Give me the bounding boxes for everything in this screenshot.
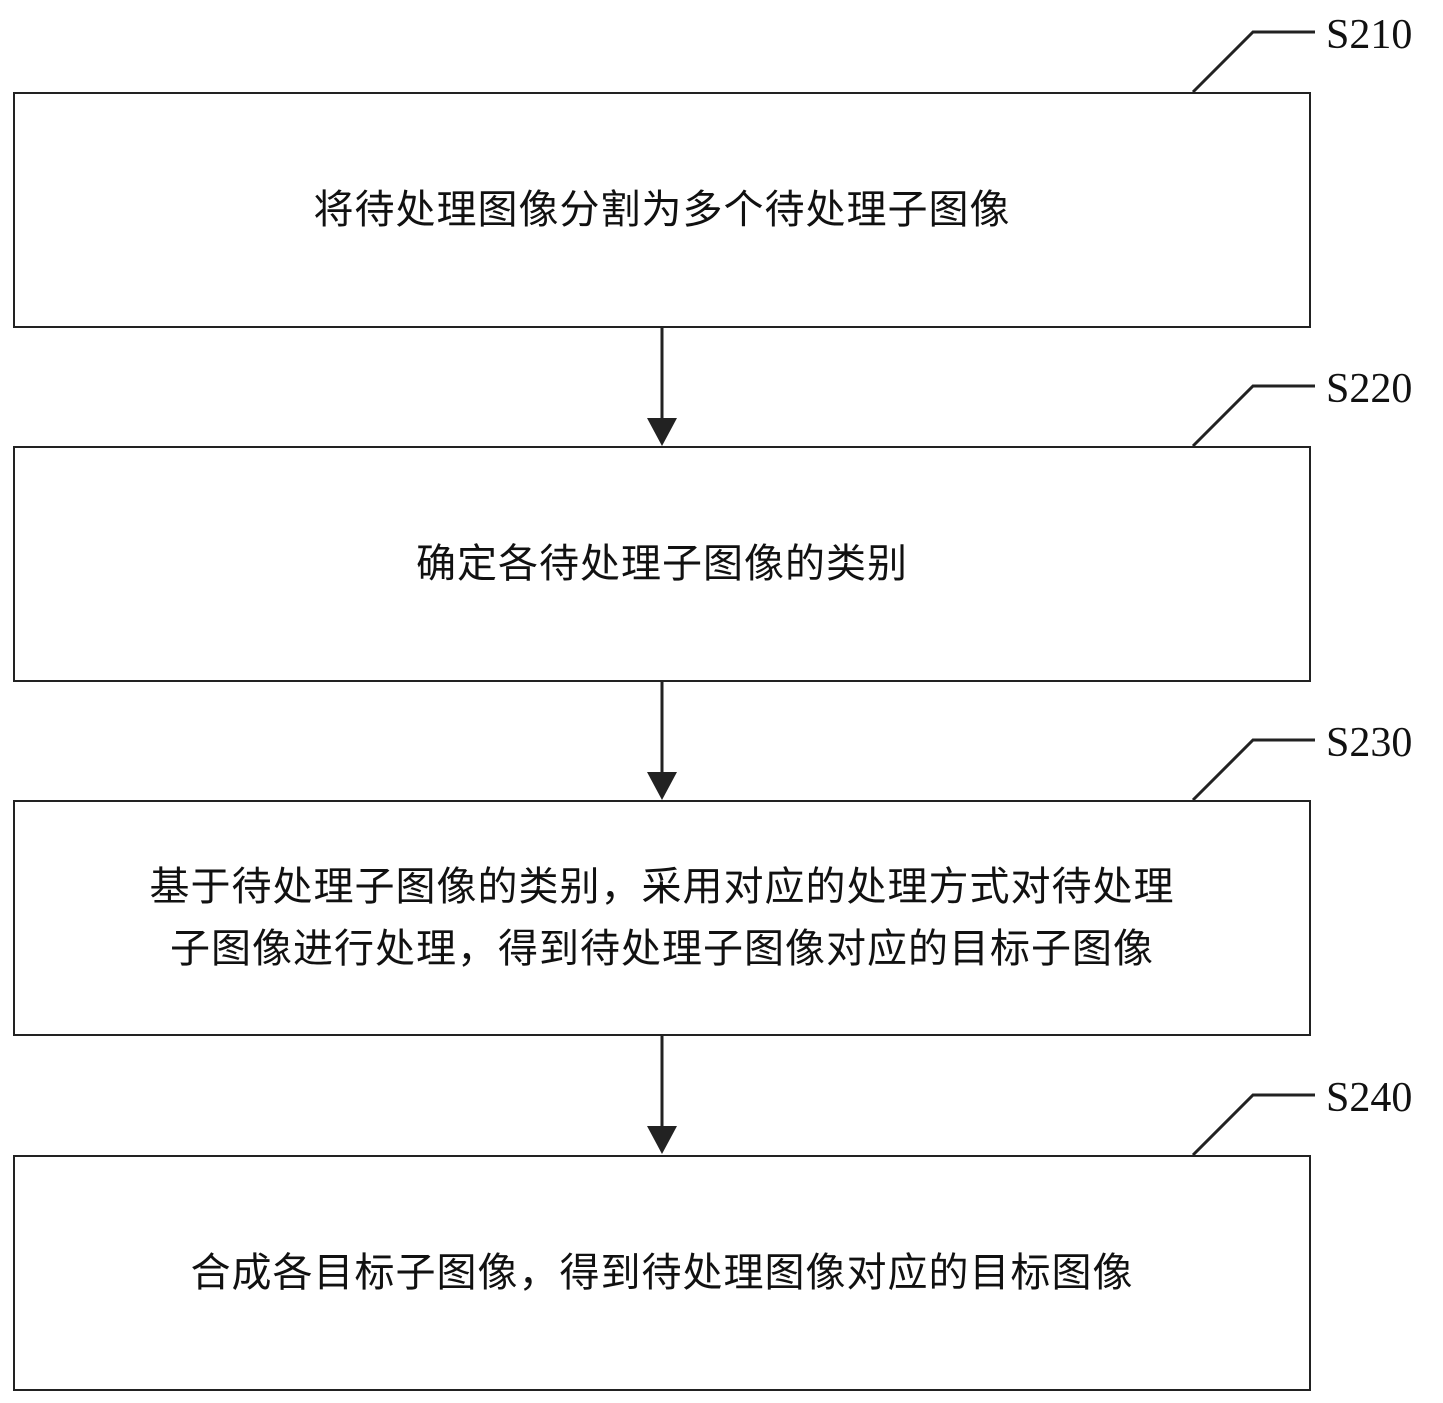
step-label-s220: S220 — [1326, 366, 1413, 412]
step-label-s210: S210 — [1326, 12, 1413, 58]
step-text-s240: 合成各目标子图像，得到待处理图像对应的目标图像 — [190, 1250, 1134, 1296]
arrowhead-1 — [647, 418, 677, 446]
step-box-s210: 将待处理图像分割为多个待处理子图像 — [13, 92, 1311, 328]
leader-line-s240 — [1191, 1093, 1315, 1157]
step-text-s230: 基于待处理子图像的类别，采用对应的处理方式对待处理 子图像进行处理，得到待处理子… — [149, 864, 1175, 972]
leader-line-s220 — [1191, 384, 1315, 448]
step-box-s220: 确定各待处理子图像的类别 — [13, 446, 1311, 682]
step-box-s230: 基于待处理子图像的类别，采用对应的处理方式对待处理 子图像进行处理，得到待处理子… — [13, 800, 1311, 1036]
step-box-s240: 合成各目标子图像，得到待处理图像对应的目标图像 — [13, 1155, 1311, 1391]
leader-line-s210 — [1191, 30, 1315, 94]
arrowhead-2 — [647, 772, 677, 800]
step-text-s210: 将待处理图像分割为多个待处理子图像 — [313, 187, 1011, 233]
step-label-s230: S230 — [1326, 720, 1413, 766]
arrowhead-3 — [647, 1126, 677, 1154]
leader-line-s230 — [1191, 738, 1315, 802]
step-text-s220: 确定各待处理子图像的类别 — [416, 541, 908, 587]
step-label-s240: S240 — [1326, 1075, 1413, 1121]
